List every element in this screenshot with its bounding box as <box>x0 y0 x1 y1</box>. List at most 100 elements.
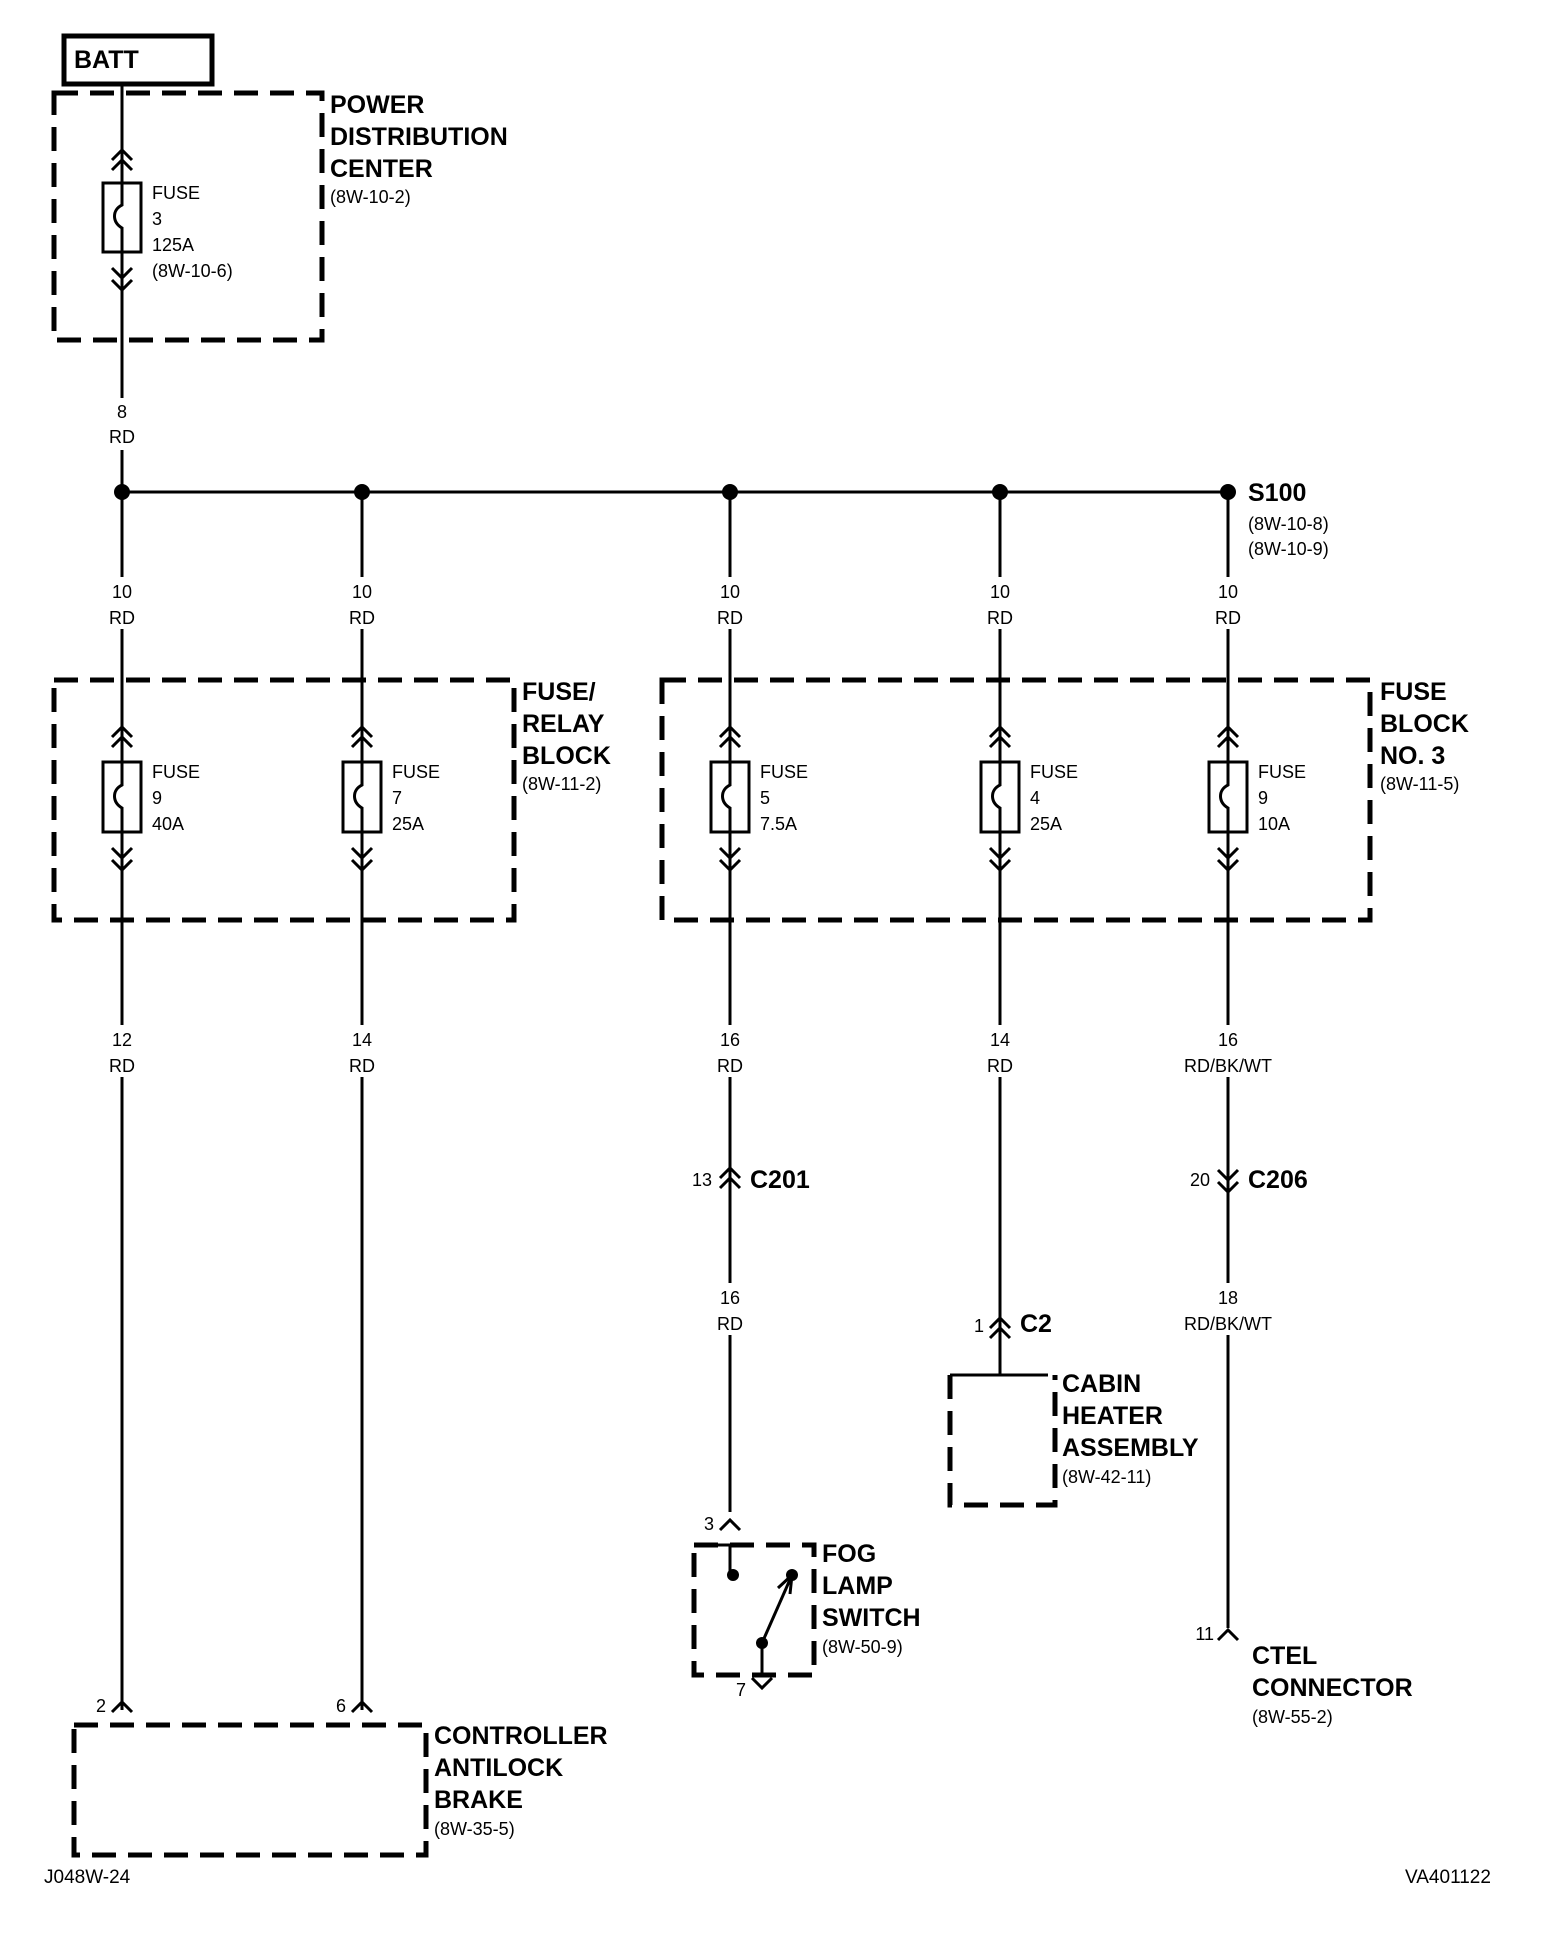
cabin-heater-label-3: ASSEMBLY <box>1062 1434 1199 1462</box>
o4-gauge: 14 <box>990 1030 1010 1050</box>
o1-gauge: 12 <box>112 1030 132 1050</box>
relay-block-label-1: FUSE/ <box>522 678 596 706</box>
c206-connector-symbol <box>1216 1168 1240 1195</box>
b2-color: RD <box>349 608 375 628</box>
abs-ref: (8W-35-5) <box>434 1819 515 1839</box>
fuse3-label-3: 125A <box>152 235 194 255</box>
b5-color: RD <box>1215 608 1241 628</box>
fog-switch-ref: (8W-50-9) <box>822 1637 903 1657</box>
abs-pin-a: 2 <box>96 1696 106 1716</box>
o5-color: RD/BK/WT <box>1184 1056 1272 1076</box>
cabin-heater-label-1: CABIN <box>1062 1370 1141 1398</box>
pdc-label-1: POWER <box>330 91 424 119</box>
cabin-heater-ref: (8W-42-11) <box>1062 1467 1151 1487</box>
fog-switch-pin7-arrow <box>750 1676 774 1691</box>
fuse-4-label-2: 4 <box>1030 788 1040 808</box>
fuse-7-label-1: FUSE <box>392 762 440 782</box>
b5-gauge: 10 <box>1218 582 1238 602</box>
c2-name: C2 <box>1020 1310 1052 1338</box>
pdc-box <box>51 90 325 343</box>
fuse-block-3-label-3: NO. 3 <box>1380 742 1445 770</box>
o3-color: RD <box>717 1056 743 1076</box>
relay-block-label-2: RELAY <box>522 710 605 738</box>
o2-color: RD <box>349 1056 375 1076</box>
b4-label-bg <box>978 577 1022 629</box>
footer-right-code: VA401122 <box>1405 1867 1491 1888</box>
after-c201-gauge: 16 <box>720 1288 740 1308</box>
cabin-heater-box <box>947 1375 1058 1508</box>
o3-gauge: 16 <box>720 1030 740 1050</box>
fuse-9-40a <box>101 724 143 873</box>
fuse3-ref: (8W-10-6) <box>152 261 233 281</box>
c201-pin: 13 <box>692 1170 712 1190</box>
fog-switch-box <box>691 1542 817 1678</box>
ctel-ref: (8W-55-2) <box>1252 1707 1333 1727</box>
batt-label: BATT <box>74 46 139 74</box>
batt-box <box>61 33 215 87</box>
b2-gauge: 10 <box>352 582 372 602</box>
fog-switch-pin-in: 3 <box>704 1514 714 1534</box>
o2-label-bg <box>340 1025 384 1077</box>
relay-block-box <box>51 677 517 923</box>
fuse-4-label-3: 25A <box>1030 814 1062 834</box>
o4-label-bg <box>978 1025 1022 1077</box>
ctel-label-1: CTEL <box>1252 1642 1317 1670</box>
c201-connector-symbol <box>718 1165 742 1190</box>
o1-color: RD <box>109 1056 135 1076</box>
fuse-5-label-1: FUSE <box>760 762 808 782</box>
main-wire-gauge: 8 <box>117 402 127 422</box>
fuse-block-3-ref: (8W-11-5) <box>1380 774 1459 794</box>
o2-gauge: 14 <box>352 1030 372 1050</box>
fog-switch-contact-1 <box>727 1569 739 1581</box>
fog-switch-pin3-arrow <box>718 1517 742 1532</box>
o5-label-bg <box>1180 1025 1276 1077</box>
abs-pin2-arrow <box>110 1699 134 1714</box>
after-c201-color: RD <box>717 1314 743 1334</box>
abs-box <box>71 1722 429 1858</box>
after-c206-gauge: 18 <box>1218 1288 1238 1308</box>
fuse3-link <box>113 183 124 252</box>
fuse-9a-label-3: 40A <box>152 814 184 834</box>
fuse-9b-label-2: 9 <box>1258 788 1268 808</box>
abs-pin-b: 6 <box>336 1696 346 1716</box>
o1-label-bg <box>100 1025 144 1077</box>
ctel-pin: 11 <box>1195 1624 1214 1644</box>
ctel-label-2: CONNECTOR <box>1252 1674 1413 1702</box>
b4-gauge: 10 <box>990 582 1010 602</box>
abs-label-3: BRAKE <box>434 1786 523 1814</box>
c206-pin: 20 <box>1190 1170 1210 1190</box>
cabin-heater-label-2: HEATER <box>1062 1402 1163 1430</box>
fuse-block-3-box <box>659 677 1373 923</box>
fog-switch-label-1: FOG <box>822 1540 876 1568</box>
fuse-7-label-3: 25A <box>392 814 424 834</box>
pdc-label-3: CENTER <box>330 155 433 183</box>
fog-switch-label-2: LAMP <box>822 1572 893 1600</box>
abs-label-2: ANTILOCK <box>434 1754 563 1782</box>
c201-name: C201 <box>750 1166 810 1194</box>
fuse3-arrow-top-2 <box>110 157 134 172</box>
o3-label-bg <box>708 1025 752 1077</box>
fuse-9-10a <box>1207 724 1249 873</box>
b1-gauge: 10 <box>112 582 132 602</box>
relay-block-label-3: BLOCK <box>522 742 611 770</box>
o5-gauge: 16 <box>1218 1030 1238 1050</box>
fog-switch-label-3: SWITCH <box>822 1604 921 1632</box>
fuse-9a-label-2: 9 <box>152 788 162 808</box>
b2-label-bg <box>340 577 384 629</box>
pdc-label-2: DISTRIBUTION <box>330 123 508 151</box>
pdc-ref: (8W-10-2) <box>330 187 411 207</box>
fuse3-label-1: FUSE <box>152 183 200 203</box>
c206-name: C206 <box>1248 1166 1308 1194</box>
fog-switch-blade <box>760 1574 794 1644</box>
splice-ref-2: (8W-10-9) <box>1248 539 1329 559</box>
fuse-block-3-label-2: BLOCK <box>1380 710 1469 738</box>
c2-connector-symbol <box>988 1315 1012 1340</box>
b5-label-bg <box>1206 577 1250 629</box>
after-c206-label-bg <box>1180 1283 1276 1335</box>
fuse-5-label-2: 5 <box>760 788 770 808</box>
splice-name: S100 <box>1248 479 1306 507</box>
fuse-5-7-5a <box>709 724 751 873</box>
fuse-4-label-1: FUSE <box>1030 762 1078 782</box>
b3-gauge: 10 <box>720 582 740 602</box>
